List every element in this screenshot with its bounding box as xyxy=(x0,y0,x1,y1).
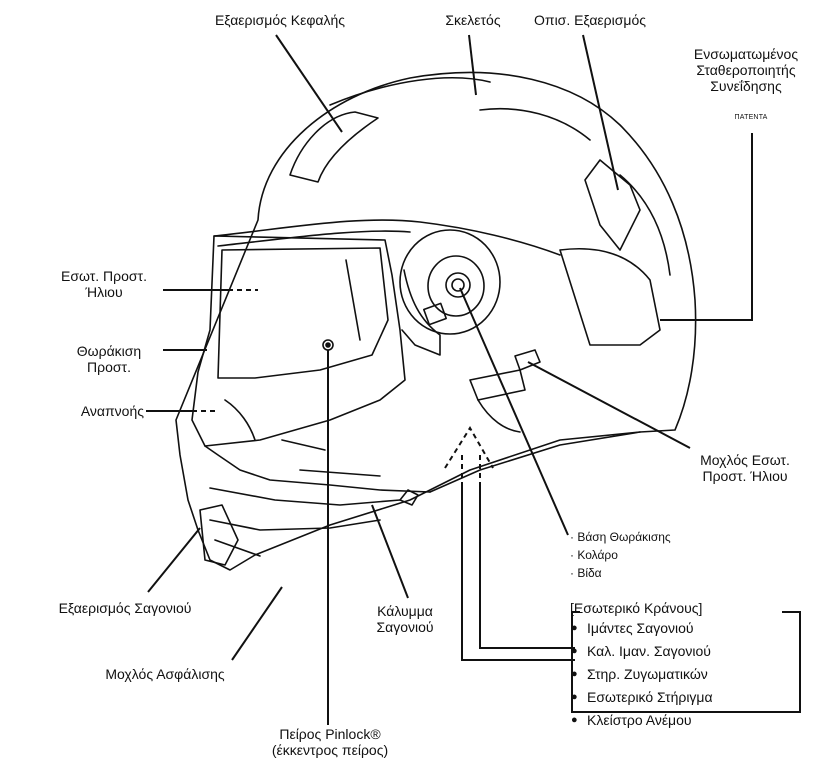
interior-item: Στηρ. Ζυγωματικών xyxy=(587,663,800,686)
label-pinlock-line1: Πείρος Pinlock® xyxy=(250,726,410,742)
interior-dashed-arrow xyxy=(445,428,493,468)
label-sun-lever: Μοχλός Εσωτ. Προστ. Ήλιου xyxy=(680,452,810,484)
interior-item: Ιμάντες Σαγονιού xyxy=(587,617,800,640)
leader-rear-vent xyxy=(583,35,618,190)
interior-item: Κλείστρο Ανέμου xyxy=(587,709,800,732)
label-stabilizer-line3: Συνεΐδησης xyxy=(676,78,816,94)
label-sun-lever-line2: Προστ. Ήλιου xyxy=(680,468,810,484)
label-chin-cover-line1: Κάλυμμα xyxy=(345,603,465,619)
label-stabilizer-line2: Σταθεροποιητής xyxy=(676,62,816,78)
chin-vent-shape xyxy=(200,505,238,565)
interior-item: Καλ. Ιμαν. Σαγονιού xyxy=(587,640,800,663)
leader-lock xyxy=(232,587,282,660)
shield-base-ring xyxy=(400,230,500,334)
label-shield-line2: Προστ. xyxy=(56,359,162,375)
leader-interior-inner xyxy=(480,487,575,648)
label-sun-lever-line1: Μοχλός Εσωτ. xyxy=(680,452,810,468)
breath-guard xyxy=(205,446,430,492)
chin-cover xyxy=(210,520,380,530)
shield-outline xyxy=(192,236,405,446)
label-sun-visor-line2: Ήλιου xyxy=(48,284,160,300)
label-shell: Σκελετός xyxy=(428,12,518,28)
label-shield: Θωράκιση Προστ. xyxy=(56,343,162,375)
head-vent-shape xyxy=(290,112,378,182)
label-rear-vent: Οπισ. Εξαερισμός xyxy=(525,12,655,28)
label-chin-cover: Κάλυμμα Σαγονιού xyxy=(345,603,465,635)
label-sun-visor: Εσωτ. Προστ. Ήλιου xyxy=(48,268,160,300)
label-stabilizer: Ενσωματωμένος Σταθεροποιητής Συνεΐδησης xyxy=(676,46,816,94)
label-shield-line1: Θωράκιση xyxy=(56,343,162,359)
label-collar: · Κολάρο xyxy=(570,548,618,562)
label-head-vent: Εξαερισμός Κεφαλής xyxy=(190,12,370,28)
label-lock-lever: Μοχλός Ασφάλισης xyxy=(80,666,250,682)
label-patent: ΠΑΤΕΝΤΑ xyxy=(716,114,786,122)
leader-head-vent xyxy=(276,35,342,132)
label-pinlock: Πείρος Pinlock® (έκκεντρος πείρος) xyxy=(250,726,410,758)
label-breath: Αναπνοής xyxy=(40,403,144,419)
sun-visor-outline xyxy=(218,248,388,378)
leader-chin-vent xyxy=(148,528,200,592)
label-stabilizer-line1: Ενσωματωμένος xyxy=(676,46,816,62)
label-screw: · Βίδα xyxy=(570,566,602,580)
interior-items: Ιμάντες Σαγονιού Καλ. Ιμαν. Σαγονιού Στη… xyxy=(570,617,800,732)
leader-base xyxy=(460,288,568,535)
label-chin-cover-line2: Σαγονιού xyxy=(345,619,465,635)
leader-chin-cover xyxy=(372,505,408,598)
leader-shell xyxy=(469,35,476,95)
interior-title: [Εσωτερικό Κράνους] xyxy=(570,600,800,617)
leader-stabilizer xyxy=(660,133,752,320)
label-shield-base: · Βάση Θωράκισης xyxy=(570,530,671,544)
interior-parts-list: [Εσωτερικό Κράνους] Ιμάντες Σαγονιού Καλ… xyxy=(570,600,800,732)
rear-vent-shape xyxy=(585,160,640,250)
label-chin-vent: Εξαερισμός Σαγονιού xyxy=(30,600,220,616)
label-pinlock-line2: (έκκεντρος πείρος) xyxy=(250,742,410,758)
label-sun-visor-line1: Εσωτ. Προστ. xyxy=(48,268,160,284)
interior-item: Εσωτερικό Στήριγμα xyxy=(587,686,800,709)
